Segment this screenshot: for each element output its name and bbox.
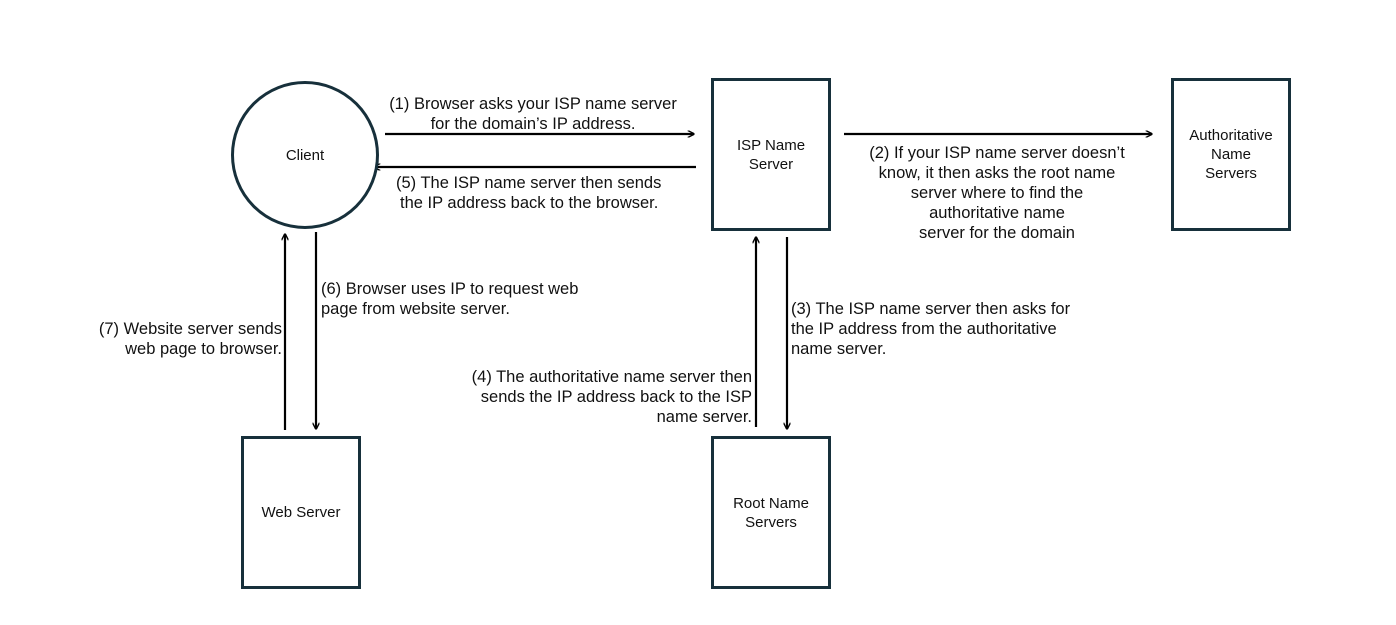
root-name-servers-node: Root Name Servers: [711, 436, 831, 589]
web-server-node: Web Server: [241, 436, 361, 589]
isp-label-line1: ISP Name: [736, 136, 806, 154]
step-4-label: (4) The authoritative name server then s…: [471, 368, 752, 426]
client-node: Client: [231, 81, 379, 229]
root-label-line2: Servers: [745, 513, 797, 531]
isp-label-line2: Server: [748, 155, 794, 173]
auth-label-line3: Servers: [1205, 165, 1257, 182]
step-2-label: (2) If your ISP name server doesn’t know…: [869, 144, 1125, 242]
isp-name-server-node: ISP Name Server: [711, 78, 831, 231]
step-1-label: (1) Browser asks your ISP name server fo…: [389, 95, 677, 133]
web-server-label: Web Server: [261, 504, 341, 521]
step-7-label: (7) Website server sends web page to bro…: [98, 320, 282, 358]
step-6-label: (6) Browser uses IP to request web page …: [321, 280, 579, 318]
step-5-label: (5) The ISP name server then sends the I…: [396, 174, 662, 212]
root-label-line1: Root Name: [733, 494, 809, 512]
auth-label-line1: Authoritative: [1189, 127, 1273, 144]
step-3-label: (3) The ISP name server then asks for th…: [791, 300, 1071, 358]
auth-label-line2: Name: [1210, 146, 1251, 163]
client-label: Client: [285, 146, 325, 164]
authoritative-name-servers-node: Authoritative Name Servers: [1171, 78, 1291, 231]
